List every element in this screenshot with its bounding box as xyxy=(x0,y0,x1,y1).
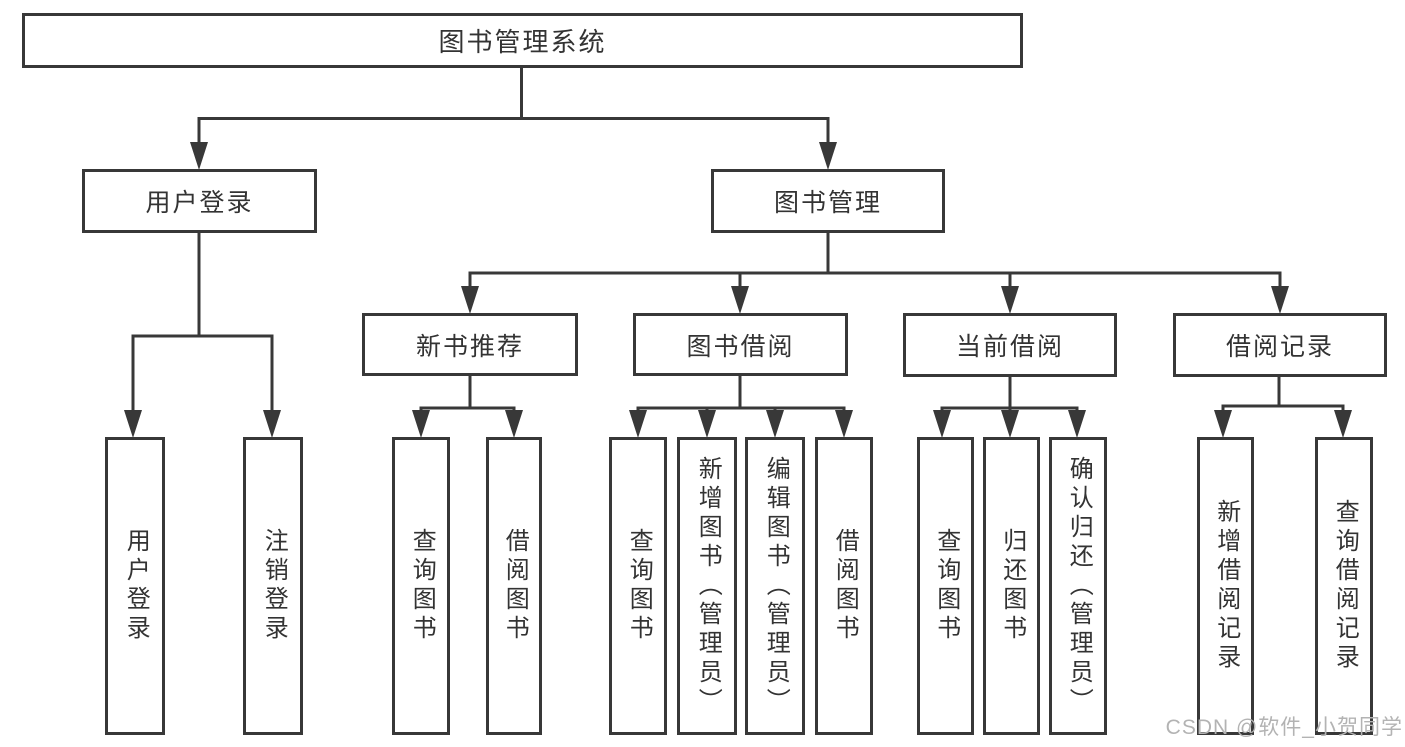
leaf-current-return-book: 归还图书 xyxy=(983,437,1040,735)
node-root-label: 图书管理系统 xyxy=(438,27,607,57)
node-borrow-record: 借阅记录 xyxy=(1173,313,1387,377)
node-root: 图书管理系统 xyxy=(22,13,1023,68)
leaf-recommend-query-book-label: 查询图书 xyxy=(408,528,436,644)
leaf-borrow-edit-book-admin-label: 编辑图书（管理员） xyxy=(762,455,790,717)
node-book-borrow-label: 图书借阅 xyxy=(686,332,795,361)
node-book-management: 图书管理 xyxy=(711,169,945,233)
node-book-management-label: 图书管理 xyxy=(773,189,882,217)
leaf-current-confirm-return-admin-label: 确认归还（管理员） xyxy=(1065,455,1093,717)
node-current-borrow: 当前借阅 xyxy=(903,313,1117,377)
node-user-login: 用户登录 xyxy=(82,169,317,233)
leaf-user-login-label: 用户登录 xyxy=(122,528,150,644)
leaf-borrow-borrow-book-label: 借阅图书 xyxy=(831,528,859,644)
leaf-borrow-query-book-label: 查询图书 xyxy=(625,528,653,644)
leaf-borrow-query-book: 查询图书 xyxy=(609,437,667,735)
leaf-record-add: 新增借阅记录 xyxy=(1197,437,1254,735)
leaf-borrow-add-book-admin: 新增图书（管理员） xyxy=(677,437,737,735)
watermark: CSDN @软件_小贺同学 xyxy=(1165,716,1403,739)
leaf-current-return-book-label: 归还图书 xyxy=(998,528,1026,644)
leaf-current-confirm-return-admin: 确认归还（管理员） xyxy=(1049,437,1107,735)
node-new-book-recommend-label: 新书推荐 xyxy=(415,332,524,361)
leaf-logout-label: 注销登录 xyxy=(260,528,288,644)
leaf-borrow-add-book-admin-label: 新增图书（管理员） xyxy=(694,455,722,717)
node-current-borrow-label: 当前借阅 xyxy=(955,333,1064,361)
node-book-borrow: 图书借阅 xyxy=(633,313,848,376)
leaf-record-add-label: 新增借阅记录 xyxy=(1212,499,1240,673)
leaf-borrow-edit-book-admin: 编辑图书（管理员） xyxy=(745,437,805,735)
leaf-borrow-borrow-book: 借阅图书 xyxy=(815,437,873,735)
leaf-record-query-label: 查询借阅记录 xyxy=(1331,499,1359,673)
leaf-user-login: 用户登录 xyxy=(105,437,165,735)
leaf-record-query: 查询借阅记录 xyxy=(1315,437,1373,735)
node-user-login-label: 用户登录 xyxy=(145,189,254,217)
leaf-current-query-book: 查询图书 xyxy=(917,437,974,735)
leaf-recommend-query-book: 查询图书 xyxy=(392,437,450,735)
node-borrow-record-label: 借阅记录 xyxy=(1225,333,1334,361)
leaf-recommend-borrow-book: 借阅图书 xyxy=(486,437,542,735)
leaf-logout: 注销登录 xyxy=(243,437,303,735)
node-new-book-recommend: 新书推荐 xyxy=(362,313,578,376)
leaf-current-query-book-label: 查询图书 xyxy=(932,528,960,644)
leaf-recommend-borrow-book-label: 借阅图书 xyxy=(501,528,529,644)
